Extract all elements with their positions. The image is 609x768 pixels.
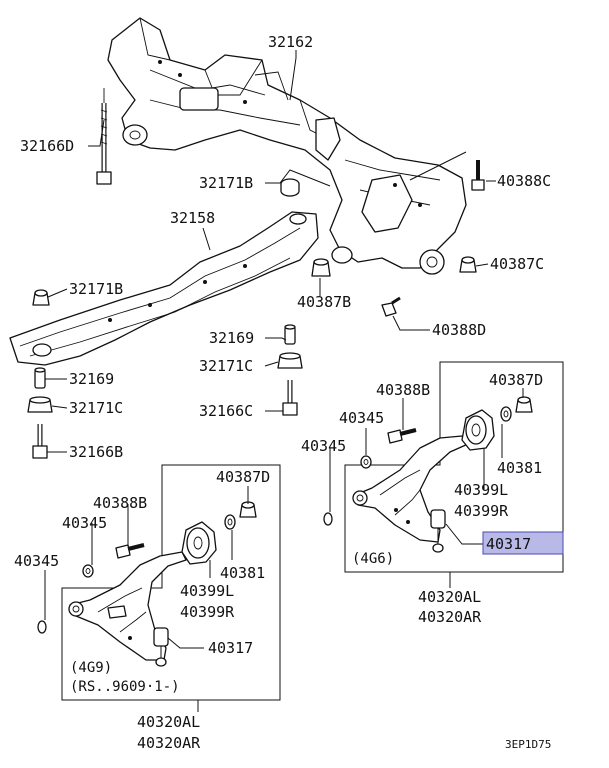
label-32171B-upper: 32171B (199, 174, 253, 192)
label-32169-left: 32169 (69, 370, 114, 388)
leader-lines (44, 50, 524, 712)
highlight-40317 (482, 531, 564, 555)
detail-box-4G9 (61, 464, 281, 701)
bolt-32166D (96, 88, 112, 185)
label-40388B-right: 40388B (376, 381, 430, 399)
label-40345-left-b: 40345 (14, 552, 59, 570)
label-32171C-mid: 32171C (199, 357, 253, 375)
label-40388C: 40388C (497, 172, 551, 190)
bushing-32171B-left (32, 289, 50, 306)
label-32162: 32162 (268, 33, 313, 51)
ball-joint-40317-left (153, 627, 169, 667)
diagram-code: 3EP1D75 (505, 738, 551, 751)
nut-40387B (311, 258, 331, 277)
label-40345-left-a: 40345 (62, 514, 107, 532)
label-32158: 32158 (170, 209, 215, 227)
lower-arm-right (352, 435, 469, 543)
bolt-40388B-right (387, 428, 417, 444)
washer-40345-left-a (82, 564, 94, 578)
label-32169-mid: 32169 (209, 329, 254, 347)
washer-40345-right-a (360, 455, 372, 469)
nut-40387C (459, 256, 477, 273)
washer-40345-right-b (323, 512, 333, 526)
bolt-40388D (381, 296, 401, 317)
label-40399L-right: 40399L (454, 481, 508, 499)
label-40381-right: 40381 (497, 459, 542, 477)
label-40388B-left: 40388B (93, 494, 147, 512)
label-40399R-left: 40399R (180, 603, 235, 621)
label-32171B-left: 32171B (69, 280, 123, 298)
lower-arm-left (68, 551, 187, 661)
label-40320AR-right: 40320AR (418, 608, 482, 626)
label-40345-right-a: 40345 (339, 409, 384, 427)
label-40387C: 40387C (490, 255, 544, 273)
label-40320AL-right: 40320AL (418, 588, 481, 606)
label-40317-left: 40317 (208, 639, 253, 657)
label-40320AL-left: 40320AL (137, 713, 200, 731)
label-4G6: (4G6) (352, 551, 394, 567)
washer-40381-left (224, 514, 236, 530)
washer-40381-right (500, 406, 512, 422)
crossmember-32162 (107, 17, 467, 275)
label-40387B: 40387B (297, 293, 351, 311)
bushing-32171C-left (27, 396, 53, 413)
label-40388D: 40388D (432, 321, 486, 339)
label-40320AR-left: 40320AR (137, 734, 201, 752)
bushing-40399-left (181, 521, 217, 565)
labels: 32162 32166D 32171B 32158 32171B 32169 3… (14, 33, 551, 752)
label-32166C: 32166C (199, 402, 253, 420)
label-32166B: 32166B (69, 443, 123, 461)
bolt-32166C (282, 380, 298, 416)
label-40345-right-b: 40345 (301, 437, 346, 455)
ball-joint-40317-right (430, 509, 446, 553)
subframe-32158 (9, 211, 319, 366)
bolt-32166B (32, 424, 48, 459)
bushing-32171B-upper (280, 178, 300, 197)
label-40381-left: 40381 (220, 564, 265, 582)
collar-32169-left (34, 367, 46, 389)
bushing-40399-right (461, 409, 495, 451)
bolt-40388C (471, 160, 485, 191)
bushing-32171C-mid (277, 352, 303, 369)
label-40387D-left: 40387D (216, 468, 270, 486)
detail-box-4G6 (344, 361, 564, 573)
nut-40387D-left (239, 501, 257, 518)
label-40317-right: 40317 (486, 535, 531, 553)
bolt-40388B-left (115, 543, 145, 559)
label-40399L-left: 40399L (180, 582, 234, 600)
collar-32169-mid (284, 324, 296, 345)
nut-40387D-right (515, 396, 533, 413)
label-40387D-right: 40387D (489, 371, 543, 389)
washer-40345-left-b (37, 620, 47, 634)
label-32171C-left: 32171C (69, 399, 123, 417)
label-4G9: (4G9) (70, 660, 112, 676)
label-40399R-right: 40399R (454, 502, 509, 520)
label-rs-serial: (RS..9609·1-) (70, 679, 180, 695)
label-32166D: 32166D (20, 137, 74, 155)
